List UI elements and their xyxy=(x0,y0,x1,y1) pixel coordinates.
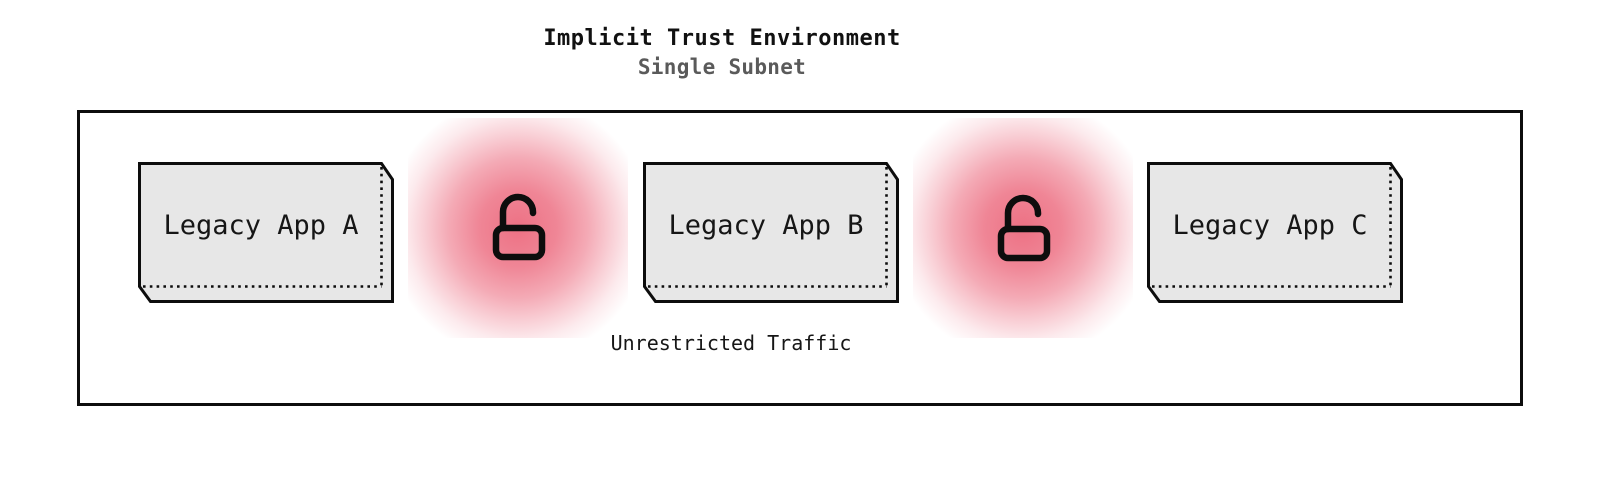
node-label: Legacy App C xyxy=(1172,210,1368,241)
node-label: Legacy App B xyxy=(668,210,864,241)
trust-boundary-container xyxy=(77,110,1523,406)
node-legacy-app-c xyxy=(1147,162,1403,303)
node-label: Legacy App A xyxy=(163,210,359,241)
diagram-subtitle: Single Subnet xyxy=(637,54,807,79)
diagram-title: Implicit Trust Environment xyxy=(543,26,901,51)
diagram-heading: Implicit Trust Environment Single Subnet xyxy=(422,24,1022,81)
node-legacy-app-a xyxy=(138,162,394,303)
container-label-unrestricted-traffic: Unrestricted Traffic xyxy=(610,331,852,355)
open-lock-icon xyxy=(492,193,546,261)
node-legacy-app-b xyxy=(643,162,899,303)
open-lock-icon xyxy=(997,194,1051,262)
